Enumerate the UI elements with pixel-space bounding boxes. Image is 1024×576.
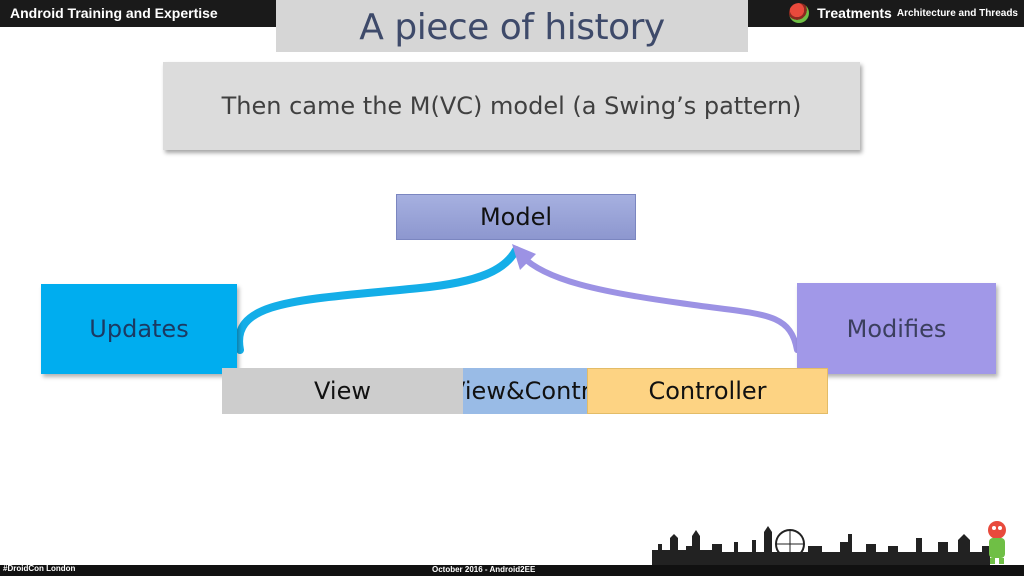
modifies-arrowhead: [512, 244, 536, 270]
view-controller-box: View&Controller: [463, 368, 587, 414]
mascot-icon: [988, 521, 1006, 564]
footer-bar: [0, 565, 1024, 576]
view-controller-label: View&Controller: [463, 377, 587, 405]
modifies-box: Modifies: [797, 283, 996, 374]
header-right-title: Treatments: [817, 5, 892, 21]
model-box: Model: [396, 194, 636, 240]
slide-title: A piece of history: [359, 7, 665, 48]
footer-left: #DroidCon London: [3, 564, 76, 573]
updates-arrow: [235, 246, 520, 354]
updates-box: Updates: [41, 284, 237, 374]
london-skyline-icon: [652, 526, 990, 566]
avatar-icon: [789, 3, 810, 23]
header-right-subtitle: Architecture and Threads: [896, 7, 1018, 19]
view-label: View: [314, 377, 371, 405]
footer-center: October 2016 - Android2EE: [432, 565, 536, 574]
view-box: View: [222, 368, 463, 414]
title-background: [276, 0, 748, 52]
controller-label: Controller: [648, 377, 767, 405]
header-left-title: Android Training and Expertise: [10, 5, 218, 21]
slide-subtitle: Then came the M(VC) model (a Swing’s pat…: [163, 62, 860, 150]
modifies-arrow: [519, 253, 800, 353]
header-right: Treatments Architecture and Threads: [789, 3, 1018, 23]
controller-box: Controller: [587, 368, 828, 414]
